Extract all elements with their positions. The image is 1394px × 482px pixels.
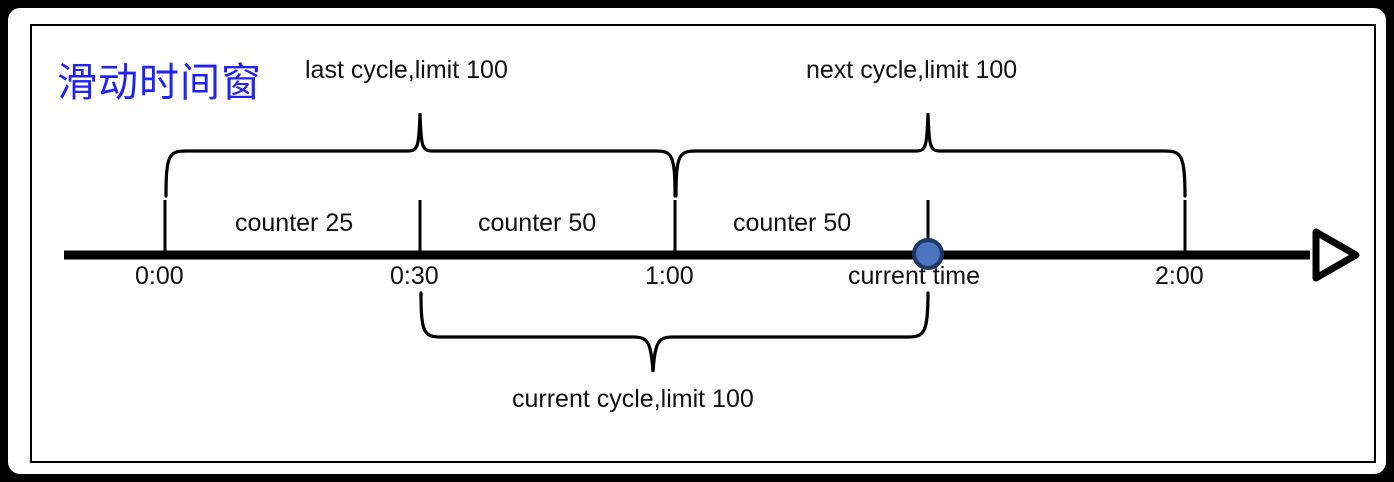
counter-label-3: counter 50 [733,209,852,237]
axis-tick-label-4: 2:00 [1155,262,1204,290]
current-time-marker[interactable] [912,238,944,270]
axis-tick-label-2: 1:00 [645,262,694,290]
counter-label-1: counter 25 [235,209,354,237]
axis-tick-label-0: 0:00 [135,262,184,290]
last-cycle-label: last cycle,limit 100 [305,56,508,84]
diagram-card [8,8,1386,474]
next-cycle-label: next cycle,limit 100 [806,56,1018,84]
brace-next-cycle [674,112,1187,198]
time-direction-arrow-icon [1312,228,1360,282]
counter-label-2: counter 50 [478,209,597,237]
brace-current-cycle [419,291,930,373]
inner-border [30,24,1376,463]
current-time-label: current time [848,262,980,290]
diagram-title: 滑动时间窗 [57,60,262,106]
current-cycle-label: current cycle,limit 100 [512,385,754,413]
brace-last-cycle [164,112,677,198]
axis-tick-label-1: 0:30 [390,262,439,290]
